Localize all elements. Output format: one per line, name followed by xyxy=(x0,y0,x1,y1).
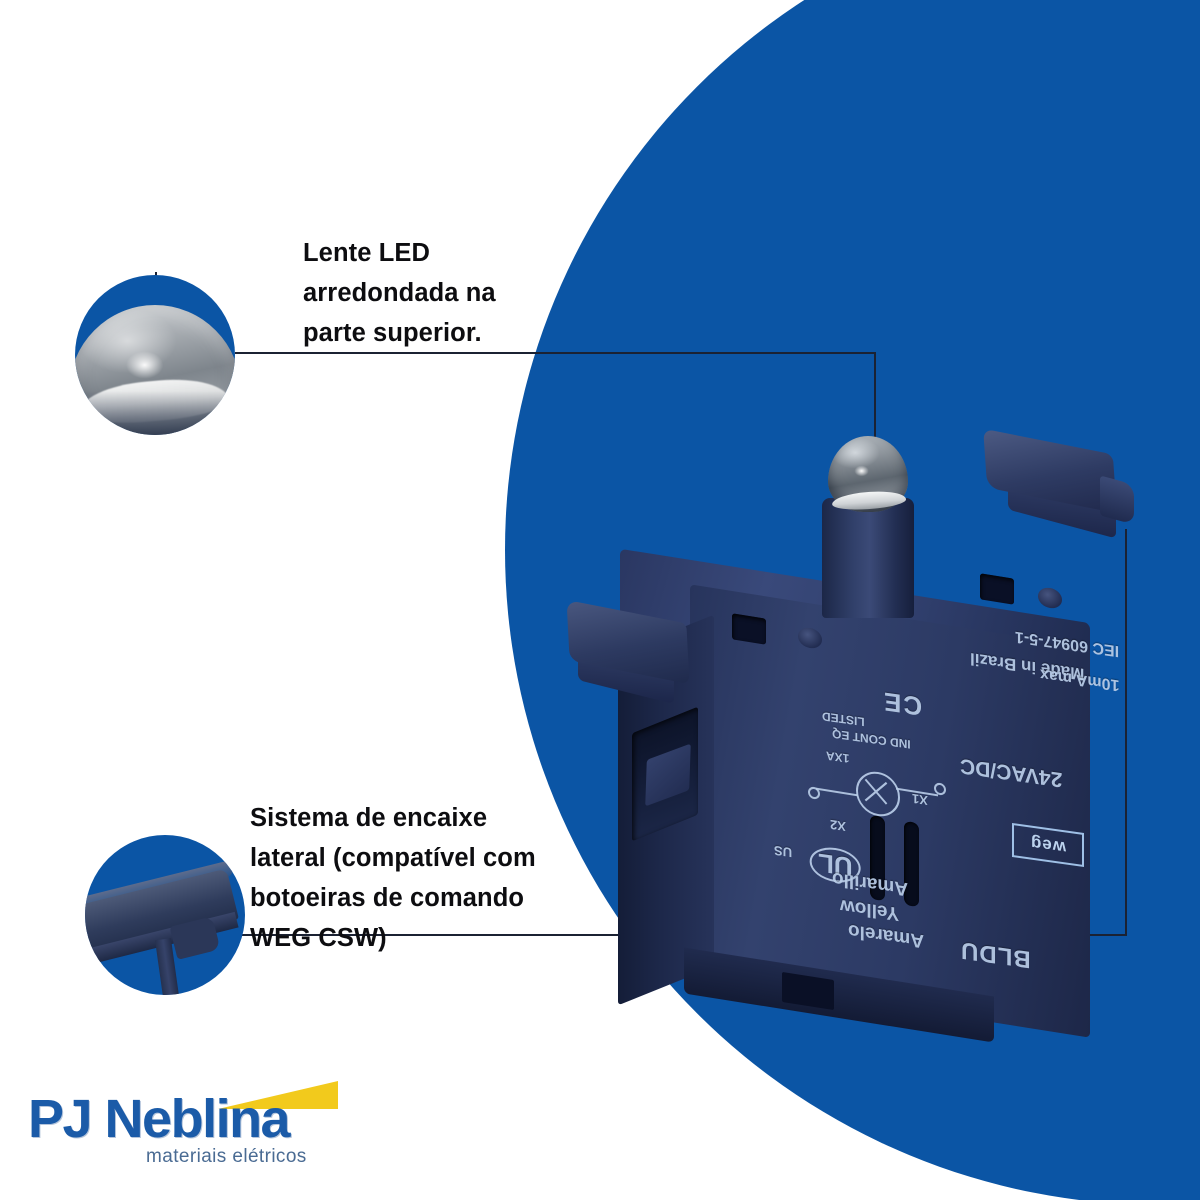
callout-text-led-lens: Lente LED arredondada na parte superior. xyxy=(303,233,633,353)
leader-line-1-vertical xyxy=(874,352,876,438)
brand-logo: PJ Neblina materiais elétricos xyxy=(28,1078,348,1178)
terminal-screw-2 xyxy=(1038,586,1062,610)
led-lens-neck xyxy=(822,498,914,618)
callout-1-line-2: arredondada na xyxy=(303,279,496,307)
callout-circle-led-lens xyxy=(75,275,235,435)
logo-tagline: materiais elétricos xyxy=(146,1146,307,1167)
callout-1-line-3: parte superior. xyxy=(303,319,482,347)
label-ul-us: US xyxy=(774,842,793,861)
label-terminal-x2: X2 xyxy=(830,816,846,835)
terminal-well-1 xyxy=(732,613,766,645)
callout-2-line-3: botoeiras de comando xyxy=(250,884,525,912)
logo-wordmark: PJ Neblina xyxy=(28,1089,291,1149)
callout-text-side-latch: Sistema de encaixe lateral (compatível c… xyxy=(250,798,630,958)
product-photo-led-block: Made in Brazil IEC 60947-5-1 10mA max 24… xyxy=(560,420,1180,1043)
callout-2-line-4: WEG CSW) xyxy=(250,924,387,952)
callout-circle-side-latch xyxy=(85,835,245,995)
leader-line-1-horizontal xyxy=(235,352,876,354)
terminal-well-2 xyxy=(980,573,1014,605)
leader-line-2-vertical xyxy=(1125,529,1127,936)
callout-2-line-2: lateral (compatível com xyxy=(250,844,536,872)
ce-mark-icon: CE xyxy=(882,686,923,722)
led-lens-closeup-shadow xyxy=(75,391,235,435)
callout-2-line-1: Sistema de encaixe xyxy=(250,804,488,832)
callout-1-line-1: Lente LED xyxy=(303,239,430,267)
